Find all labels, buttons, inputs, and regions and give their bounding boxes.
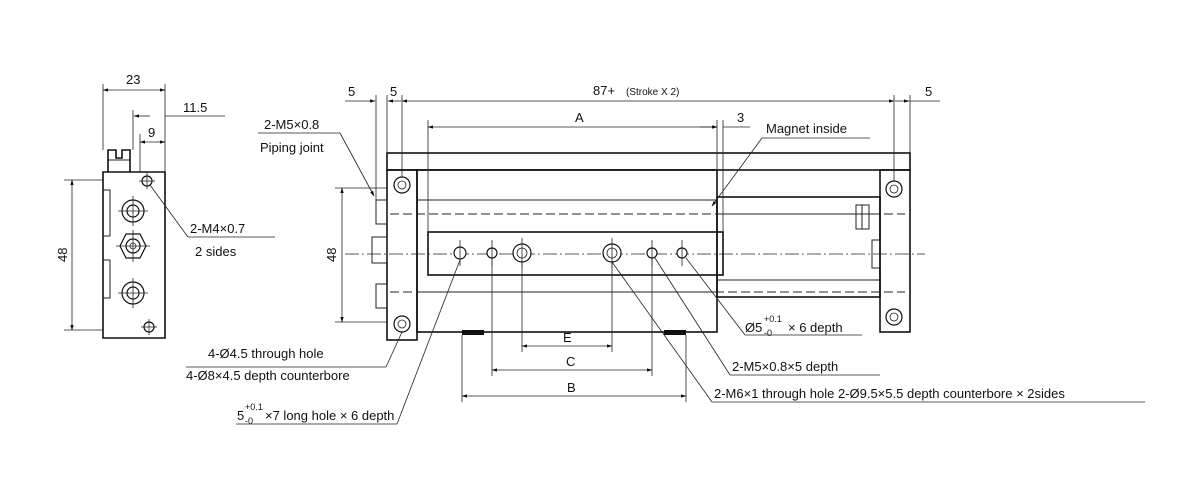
dim-b: B <box>567 380 576 395</box>
dim-left-end-2: 5 <box>390 84 397 99</box>
dim-3: 3 <box>737 110 744 125</box>
callout-thread-depth: 2-M5×0.8×5 depth <box>732 359 838 374</box>
dim-left-end-1: 5 <box>348 84 355 99</box>
dim-side-offset-2: 9 <box>148 125 155 140</box>
callout-long-hole-tol-upper: +0.1 <box>245 402 263 412</box>
callout-mount-counterbore: 4-Ø8×4.5 depth counterbore <box>186 368 350 383</box>
front-view: 87+ (Stroke X 2) 5 5 5 A 3 Magnet inside… <box>186 83 1145 426</box>
slide-table <box>427 231 724 276</box>
piping-fitting-lower <box>375 283 388 309</box>
callout-long-hole-rest: ×7 long hole × 6 depth <box>265 408 394 423</box>
side-view: 23 11.5 9 48 2-M4×0.7 2 sides <box>55 72 275 339</box>
mount-foot-left <box>462 330 484 335</box>
dim-e: E <box>563 330 572 345</box>
callout-pin-hole-depth: × 6 depth <box>788 320 843 335</box>
dim-a: A <box>575 110 584 125</box>
dim-side-height: 48 <box>55 248 70 262</box>
top-rail <box>386 152 911 171</box>
callout-pin-hole-tol-upper: +0.1 <box>764 314 782 324</box>
callout-long-hole-tol-lower: -0 <box>245 416 253 426</box>
dim-c: C <box>566 354 575 369</box>
side-rail-profile <box>107 149 131 172</box>
callout-side-thread-note: 2 sides <box>195 244 237 259</box>
dim-front-height: 48 <box>324 248 339 262</box>
piping-fitting-middle <box>371 236 388 264</box>
dim-right-end: 5 <box>925 84 932 99</box>
callout-long-hole-base: 5 <box>237 408 244 423</box>
callout-piping-label: Piping joint <box>260 140 324 155</box>
callout-pin-hole-tol-lower: -0 <box>764 328 772 338</box>
callout-mount-hole: 4-Ø4.5 through hole <box>208 346 324 361</box>
callout-piping-thread: 2-M5×0.8 <box>264 117 319 132</box>
dim-overall-length-note: (Stroke X 2) <box>626 87 679 98</box>
callout-magnet: Magnet inside <box>766 121 847 136</box>
piping-fitting-upper <box>375 199 388 225</box>
callout-pin-hole-base: Ø5 <box>745 320 762 335</box>
dim-overall-length: 87+ <box>593 83 615 98</box>
callout-side-thread: 2-M4×0.7 <box>190 221 245 236</box>
left-end-plate <box>386 169 418 341</box>
mount-foot-right <box>664 330 686 335</box>
side-body-outline <box>102 171 166 339</box>
dim-side-width: 23 <box>126 72 140 87</box>
dim-side-offset-1: 11.5 <box>183 100 207 115</box>
callout-through-hole: 2-M6×1 through hole 2-Ø9.5×5.5 depth cou… <box>714 386 1065 401</box>
